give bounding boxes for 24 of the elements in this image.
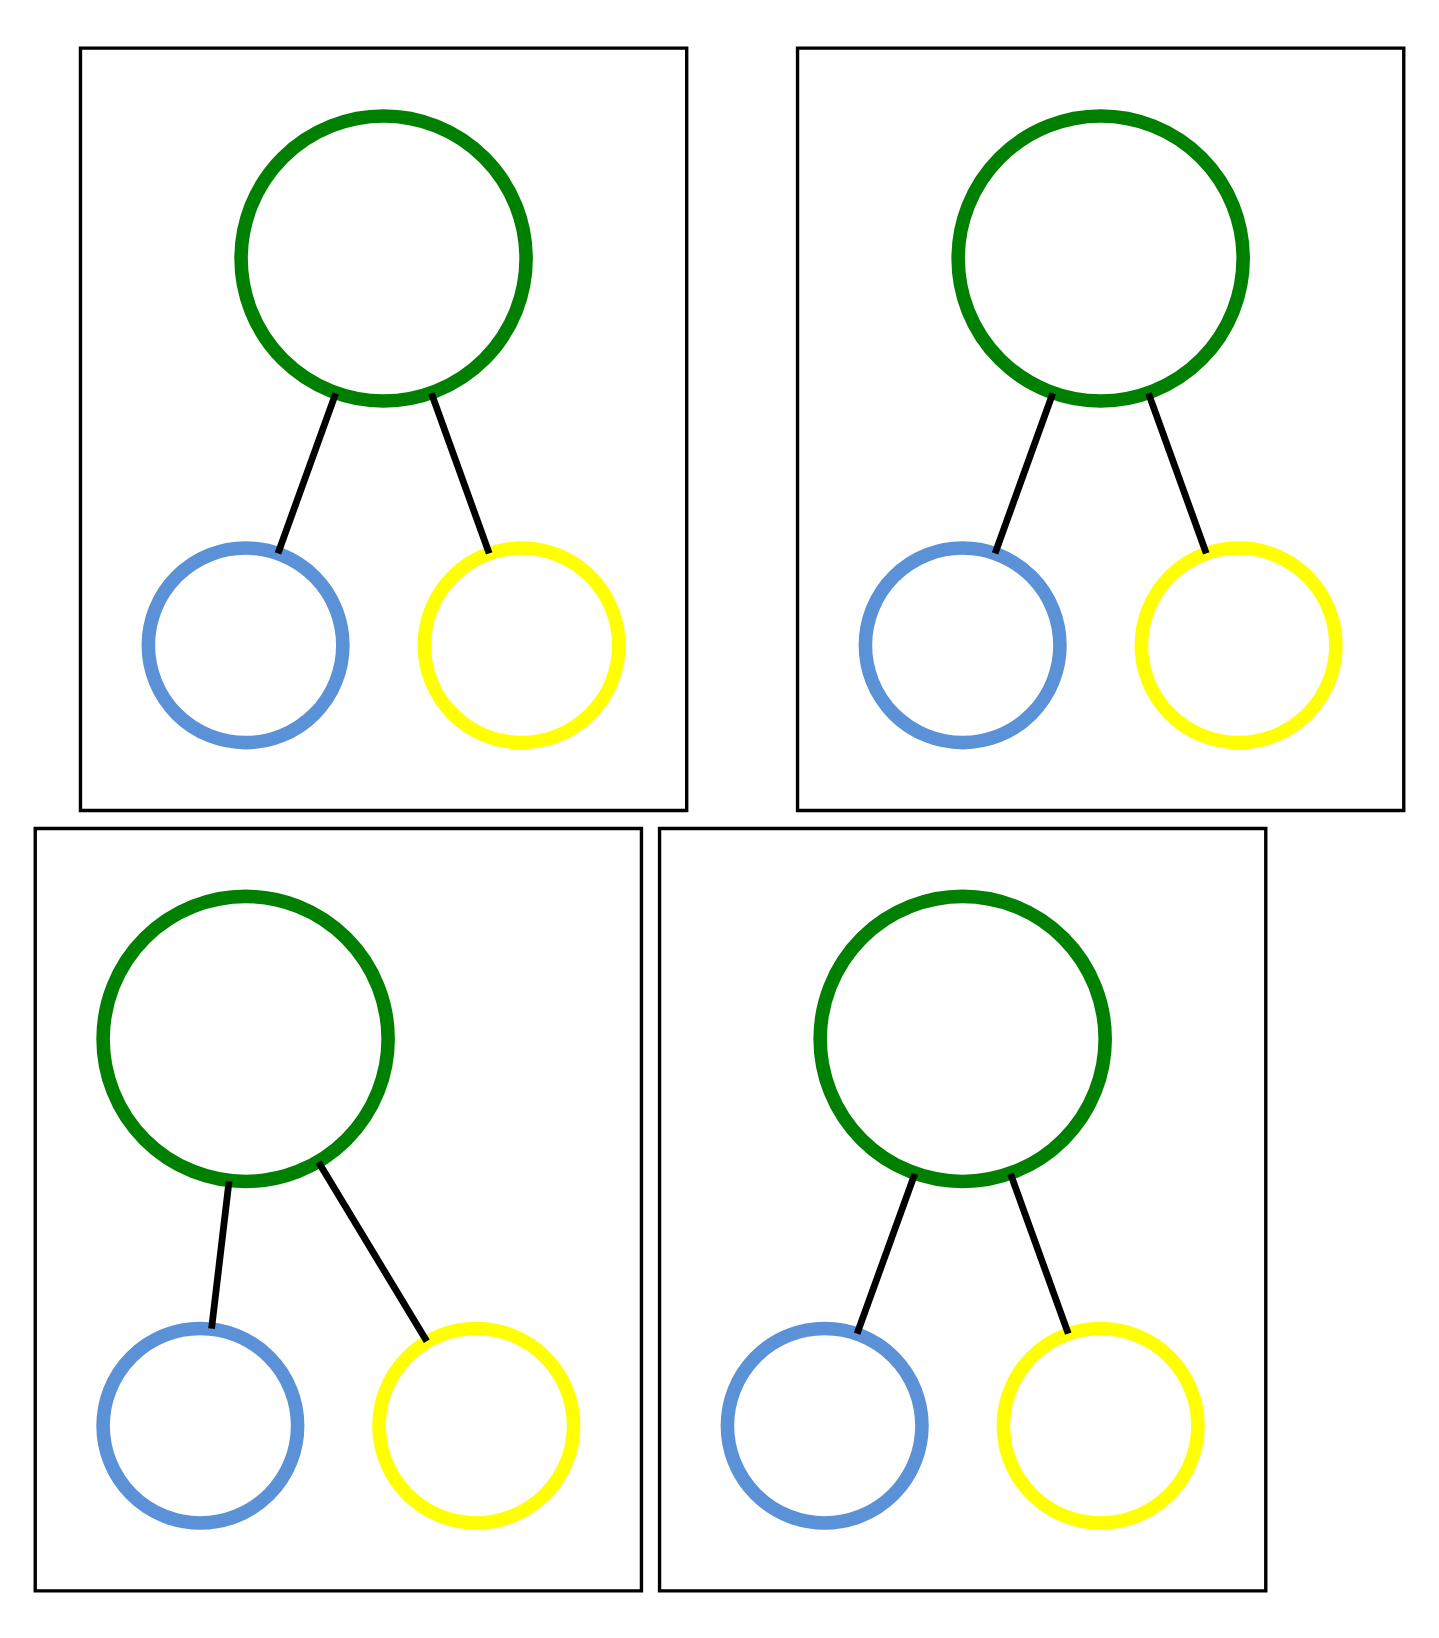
node-circle — [951, 108, 1250, 408]
cluster — [33, 826, 644, 1593]
node-circle — [417, 540, 626, 749]
cluster — [78, 45, 689, 812]
cluster — [795, 45, 1406, 812]
node-circle — [858, 540, 1067, 749]
node-circle — [1134, 540, 1343, 749]
connector — [428, 391, 493, 554]
connector — [991, 391, 1056, 554]
connector — [1007, 1172, 1072, 1335]
node-circle — [141, 540, 350, 749]
node-circle — [96, 889, 395, 1188]
node-circle — [813, 889, 1112, 1188]
connector — [208, 1180, 233, 1329]
connector — [315, 1159, 430, 1343]
node-circle — [96, 1321, 305, 1530]
node-circle — [720, 1321, 929, 1530]
node-circle — [996, 1321, 1205, 1530]
connector — [274, 391, 339, 554]
node-circle — [234, 108, 533, 408]
connector — [853, 1172, 918, 1335]
cluster — [657, 826, 1268, 1593]
node-circle — [372, 1321, 581, 1530]
connector — [1145, 391, 1210, 554]
